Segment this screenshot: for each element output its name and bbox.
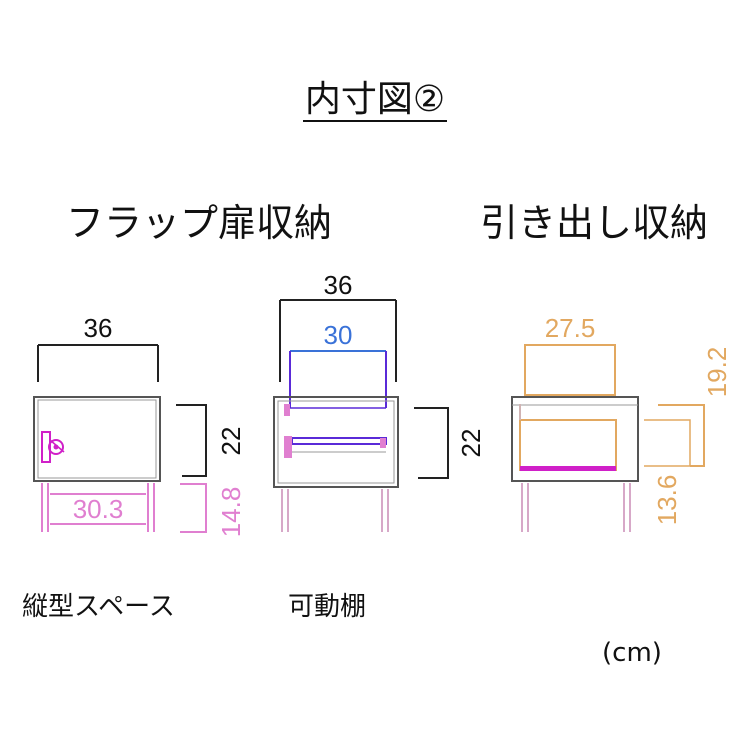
flap-vertical-width-label: 36 xyxy=(84,313,113,343)
caption-vertical-space: 縦型スペース xyxy=(22,592,175,622)
page-title: 内寸図② xyxy=(302,79,448,122)
flap-shelf-diagram: 36 30 22 xyxy=(273,270,486,532)
flap-shelf-outer-width-label: 36 xyxy=(324,270,353,300)
shelf-hinge-icon xyxy=(284,404,386,458)
drawer-bottom xyxy=(520,466,616,471)
drawer-inner-height-label: 13.6 xyxy=(652,475,682,526)
caption-movable-shelf: 可動棚 xyxy=(288,592,367,622)
flap-vertical-height-label: 22 xyxy=(216,427,246,456)
section-title-flap: フラップ扉収納 xyxy=(66,201,333,245)
flap-vertical-legs xyxy=(41,483,155,532)
flap-vertical-diagram: 36 30.3 22 14.8 xyxy=(33,313,246,538)
flap-vertical-inner-width-label: 30.3 xyxy=(73,494,124,524)
flap-shelf-inner-width-label: 30 xyxy=(324,320,353,350)
flap-vertical-leg-space-label: 14.8 xyxy=(216,487,246,538)
drawer-diagram: 27.5 19.2 13.6 xyxy=(511,313,732,532)
flap-shelf-legs xyxy=(281,489,389,532)
drawer-total-height-label: 19.2 xyxy=(702,347,732,398)
flap-shelf-cabinet xyxy=(273,396,399,488)
flap-vertical-cabinet xyxy=(33,396,161,482)
drawer-legs xyxy=(521,483,631,532)
flap-shelf-height-label: 22 xyxy=(456,429,486,458)
drawer-box xyxy=(519,419,617,471)
section-title-drawer: 引き出し収納 xyxy=(480,201,709,245)
drawer-width-label: 27.5 xyxy=(545,313,596,343)
unit-label: (cm) xyxy=(602,638,662,668)
drawer-cabinet xyxy=(511,396,639,482)
hinge-icon xyxy=(41,431,65,463)
movable-shelf xyxy=(291,437,387,445)
